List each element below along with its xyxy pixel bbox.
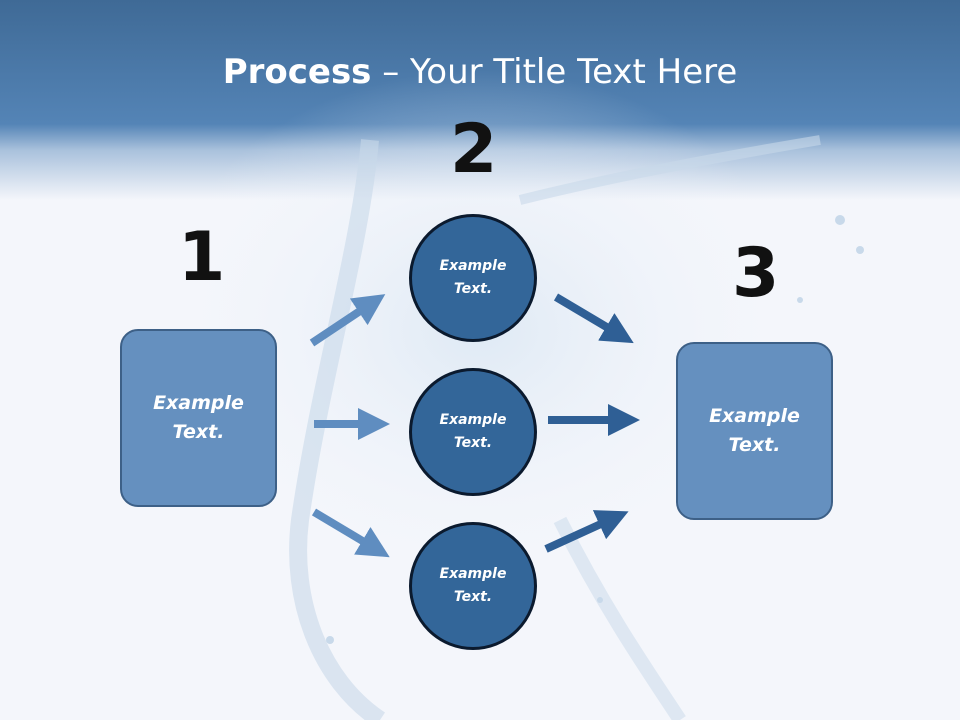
- arrow-bottom-to-3: [544, 510, 629, 553]
- arrow-top-to-3: [553, 293, 634, 344]
- step-number-3: 3: [732, 234, 780, 313]
- circle-middle-label: Example Text.: [439, 412, 507, 451]
- circle-top: Example Text.: [409, 214, 537, 342]
- title-bold: Process: [222, 52, 372, 92]
- step-3-box: Example Text.: [676, 342, 833, 520]
- arrow-1-to-bottom: [311, 508, 390, 558]
- step-1-box: Example Text.: [120, 329, 277, 507]
- step-1-label: Example Text.: [153, 392, 244, 443]
- circle-top-label: Example Text.: [439, 258, 507, 297]
- step-number-2: 2: [450, 110, 498, 189]
- title-rest: – Your Title Text Here: [371, 52, 738, 92]
- circle-bottom: Example Text.: [409, 522, 537, 650]
- circle-middle: Example Text.: [409, 368, 537, 496]
- step-number-1: 1: [178, 218, 226, 297]
- step-3-label: Example Text.: [709, 405, 800, 456]
- slide-title: Process – Your Title Text Here: [0, 52, 960, 92]
- circle-bottom-label: Example Text.: [439, 566, 507, 605]
- arrow-1-to-top: [309, 294, 386, 347]
